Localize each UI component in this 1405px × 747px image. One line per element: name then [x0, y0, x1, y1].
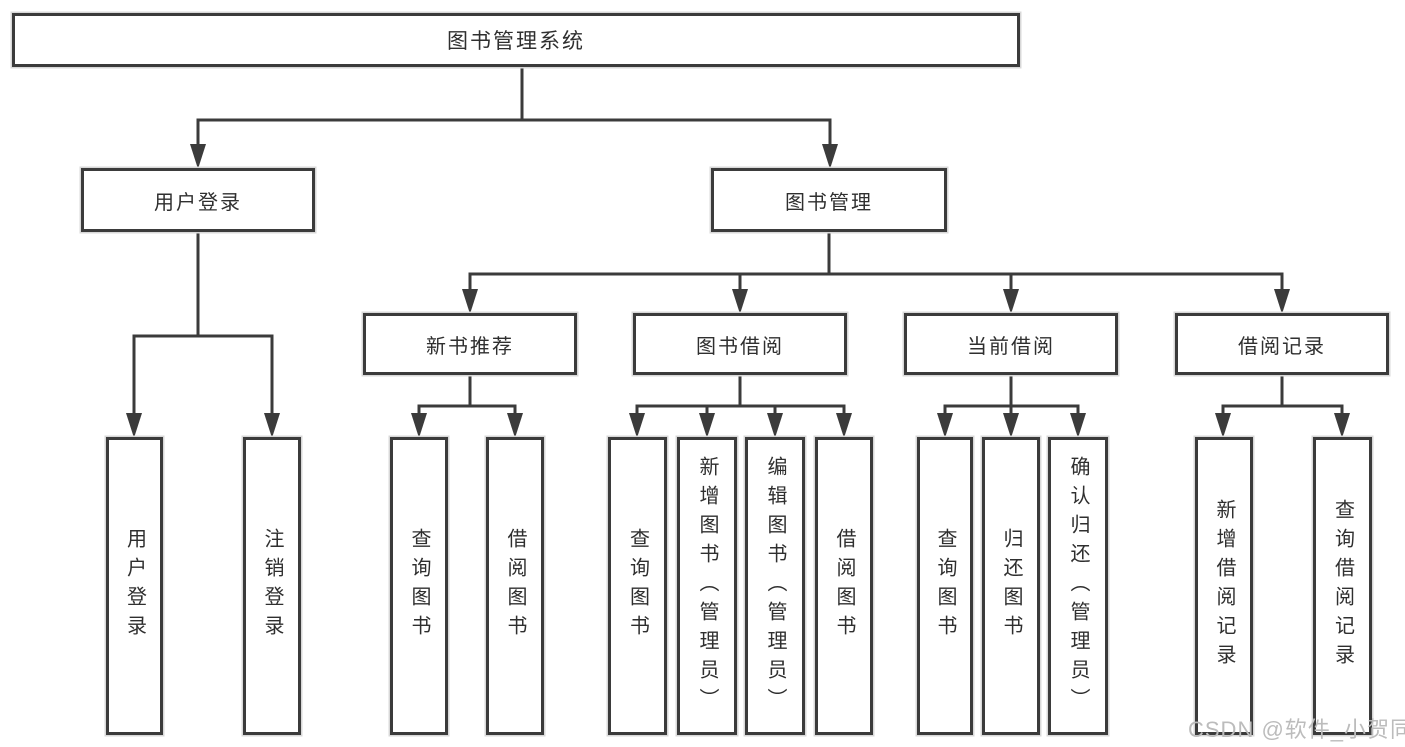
connector-line [468, 232, 1284, 295]
node-book-borrow: 图书借阅 [633, 313, 847, 375]
leaf-label: 确认归还（管理员） [1067, 455, 1089, 717]
connector-line [1221, 375, 1344, 420]
connector-new-book-to-leaves [411, 375, 523, 438]
arrowhead [462, 289, 478, 314]
arrowhead [1334, 413, 1350, 438]
arrowhead [1003, 289, 1019, 314]
leaf-label: 借阅图书 [833, 528, 855, 644]
leaf-add-books-admin: 新增图书（管理员） [677, 437, 737, 735]
arrowhead [1215, 413, 1231, 438]
leaf-logout: 注销登录 [243, 437, 301, 735]
arrowhead [1274, 289, 1290, 314]
leaf-label: 用户登录 [123, 528, 146, 644]
arrowhead [126, 413, 142, 438]
leaf-label: 归还图书 [1000, 528, 1022, 644]
connector-book-borrow-to-leaves [629, 375, 852, 438]
connector-line [417, 375, 517, 420]
leaf-query-books-3: 查询图书 [917, 437, 973, 735]
leaf-borrow-books-2: 借阅图书 [815, 437, 873, 735]
node-new-book-recommend: 新书推荐 [363, 313, 577, 375]
node-root-library-system: 图书管理系统 [12, 13, 1020, 67]
leaf-label: 编辑图书（管理员） [764, 455, 786, 717]
arrowhead [836, 413, 852, 438]
connector-root-to-level2 [190, 67, 838, 169]
connector-current-borrow-to-leaves [937, 375, 1086, 438]
leaf-label: 注销登录 [261, 528, 283, 644]
connector-user-login-to-leaves [126, 232, 280, 438]
leaf-label: 查询借阅记录 [1331, 499, 1354, 673]
connector-line [132, 232, 274, 420]
arrowhead [937, 413, 953, 438]
leaf-label: 新增借阅记录 [1213, 499, 1235, 673]
leaf-label: 查询图书 [934, 528, 956, 644]
connector-book-management-to-level3 [462, 232, 1290, 314]
arrowhead [264, 413, 280, 438]
connector-line [635, 375, 846, 420]
arrowhead [190, 144, 206, 169]
node-user-login: 用户登录 [81, 168, 315, 232]
leaf-user-login: 用户登录 [106, 437, 163, 735]
arrowhead [822, 144, 838, 169]
leaf-return-books: 归还图书 [982, 437, 1040, 735]
leaf-add-borrow-record: 新增借阅记录 [1195, 437, 1253, 735]
arrowhead [629, 413, 645, 438]
node-borrow-records: 借阅记录 [1175, 313, 1389, 375]
arrowhead [732, 289, 748, 314]
leaf-query-borrow-record: 查询借阅记录 [1313, 437, 1372, 735]
leaf-query-books-1: 查询图书 [390, 437, 448, 735]
leaf-label: 新增图书（管理员） [696, 455, 718, 717]
watermark: CSDN @软件_小贺同学 [1188, 717, 1405, 742]
node-book-management: 图书管理 [711, 168, 947, 232]
leaf-borrow-books-1: 借阅图书 [486, 437, 544, 735]
connector-borrow-records-to-leaves [1215, 375, 1350, 438]
arrowhead [411, 413, 427, 438]
leaf-confirm-return-admin: 确认归还（管理员） [1048, 437, 1108, 735]
arrowhead [507, 413, 523, 438]
leaf-query-books-2: 查询图书 [608, 437, 667, 735]
arrowhead [699, 413, 715, 438]
leaf-label: 查询图书 [408, 528, 430, 644]
arrowhead [1003, 413, 1019, 438]
leaf-label: 查询图书 [626, 528, 649, 644]
arrowhead [1070, 413, 1086, 438]
arrowhead [767, 413, 783, 438]
connector-line [196, 67, 832, 150]
leaf-edit-books-admin: 编辑图书（管理员） [745, 437, 805, 735]
leaf-label: 借阅图书 [504, 528, 526, 644]
node-current-borrow: 当前借阅 [904, 313, 1118, 375]
